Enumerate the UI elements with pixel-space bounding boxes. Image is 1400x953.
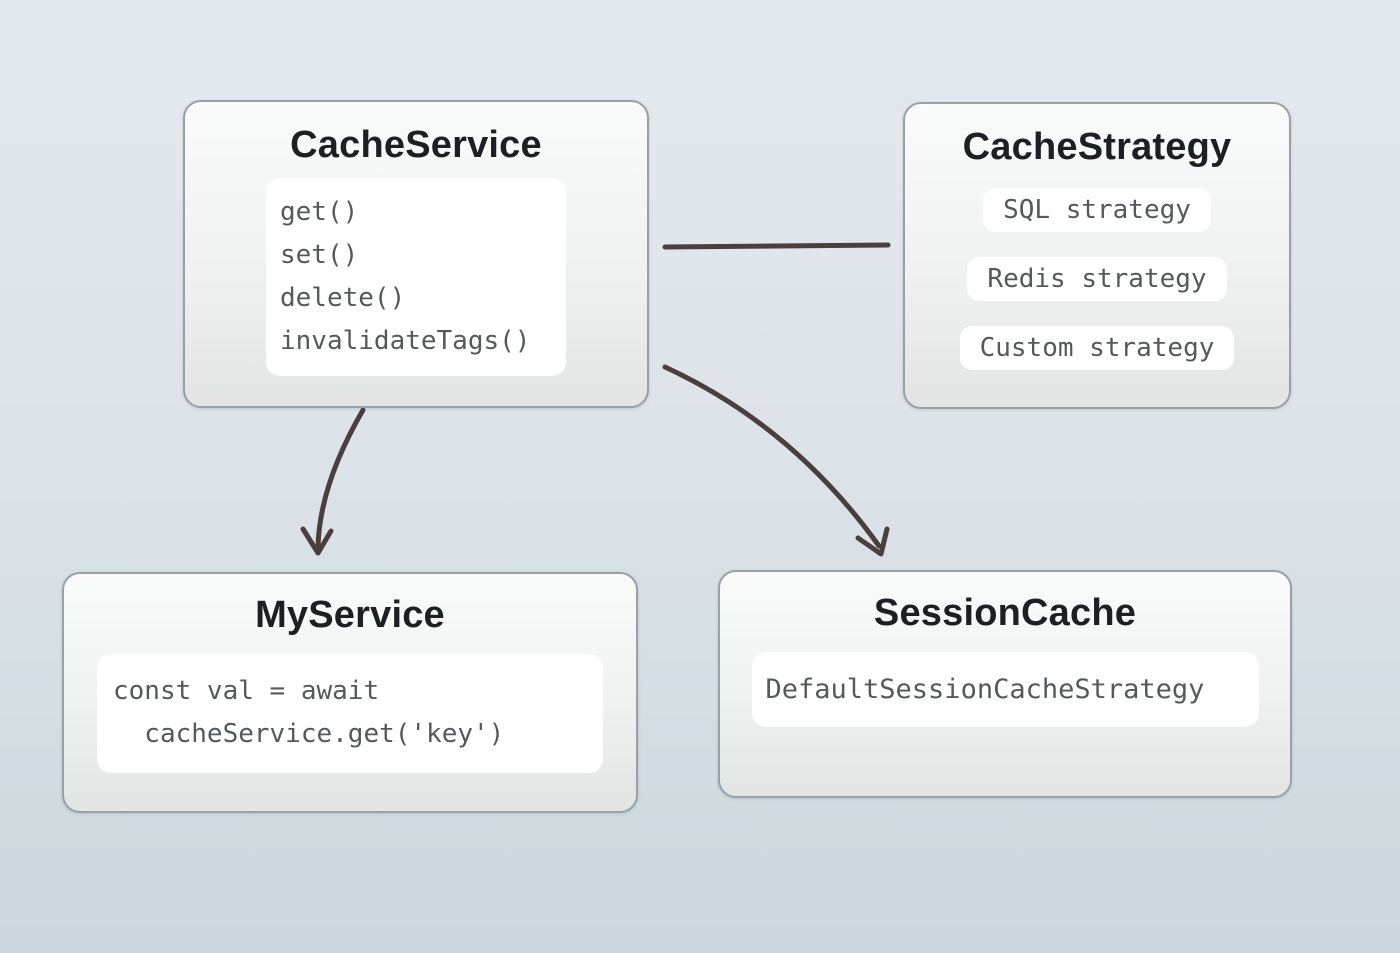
- pill-sql-strategy: SQL strategy: [983, 188, 1211, 232]
- edge-cacheservice-sessioncache-arrow: [662, 364, 890, 557]
- arrowhead-down-right-icon: [855, 526, 890, 557]
- node-title-my-service: MyService: [255, 594, 445, 636]
- node-title-session-cache: SessionCache: [873, 592, 1137, 634]
- cache-service-methods-panel: get() set() delete() invalidateTags(): [266, 178, 566, 376]
- node-cache-service: CacheService get() set() delete() invali…: [183, 100, 649, 408]
- node-title-cache-service: CacheService: [290, 124, 542, 166]
- node-title-cache-strategy: CacheStrategy: [962, 126, 1232, 168]
- node-my-service: MyService const val = await cacheService…: [62, 572, 638, 813]
- code-line-1: const val = await: [113, 676, 380, 706]
- method-delete: delete(): [280, 283, 406, 313]
- arrowhead-down-icon: [300, 526, 334, 556]
- edge-cacheservice-myservice-arrow: [300, 407, 366, 556]
- edge-cacheservice-cachestrategy-line: [662, 242, 891, 250]
- session-cache-code-panel: DefaultSessionCacheStrategy: [751, 652, 1259, 727]
- method-get: get(): [280, 197, 359, 227]
- strategy-pill-stack: SQL strategy Redis strategy Custom strat…: [905, 188, 1289, 370]
- code-line-2: cacheService.get('key'): [113, 719, 505, 749]
- pill-redis-strategy: Redis strategy: [967, 257, 1227, 301]
- node-cache-strategy: CacheStrategy SQL strategy Redis strateg…: [903, 102, 1291, 409]
- my-service-code-panel: const val = await cacheService.get('key'…: [97, 654, 603, 773]
- default-session-cache-strategy-label: DefaultSessionCacheStrategy: [765, 674, 1205, 705]
- node-session-cache: SessionCache DefaultSessionCacheStrategy: [718, 570, 1292, 798]
- pill-custom-strategy: Custom strategy: [959, 326, 1235, 370]
- method-invalidate-tags: invalidateTags(): [280, 326, 531, 356]
- method-set: set(): [280, 240, 359, 270]
